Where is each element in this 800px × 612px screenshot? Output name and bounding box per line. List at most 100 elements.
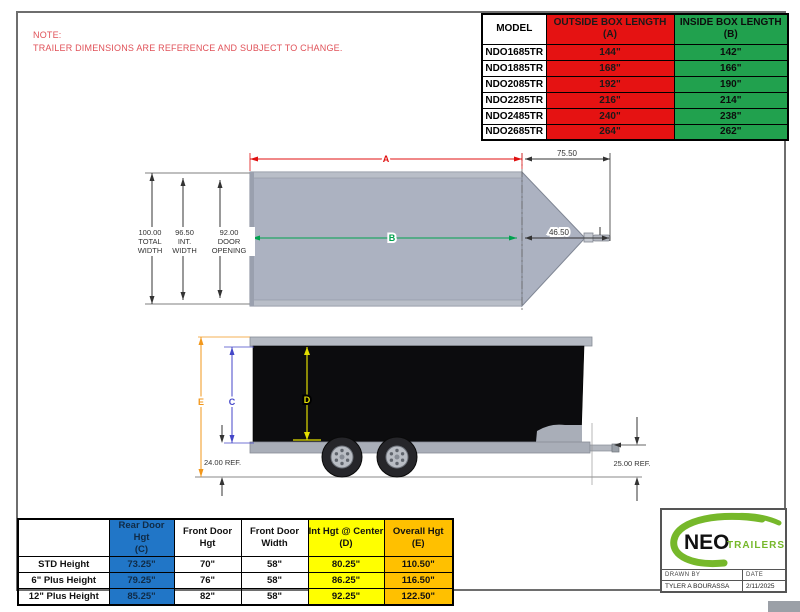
front-door-hgt-cell: 70" [173,556,242,573]
rear-door-header-line1: Rear Door Hgt [118,520,165,543]
height-spec-table: Rear Door Hgt (C) Front Door Hgt Front D… [17,518,454,606]
front-door-hgt-cell: 76" [173,572,242,589]
table-row: NDO2085TR 192" 190" [481,75,789,93]
front-door-width-cell: 58" [240,556,309,573]
date-value: 2/11/2025 [746,583,775,590]
height-header-overall: Overall Hgt (E) [383,518,454,557]
outside-cell: 168" [545,59,675,77]
model-cell: NDO1885TR [481,59,547,77]
wheel-rear [321,436,363,478]
front-door-hgt-header-line1: Front Door [182,526,233,537]
front-door-width-header-line1: Front Door [249,526,300,537]
coupler [611,443,620,453]
model-cell: NDO2685TR [481,123,547,141]
roof-rail [249,336,593,347]
title-block: NEO TRAILERS DRAWN BY DATE TYLER A BOURA… [660,508,787,593]
model-cell: NDO2485TR [481,107,547,125]
front-door-hgt-header-line2: Hgt [199,538,216,549]
dim-rear-clearance: 24.00 REF. [203,425,243,496]
spec-header-outside-line1: OUTSIDE BOX LENGTH [553,17,667,29]
coupler-height-label: 25.00 REF. [613,459,650,468]
outside-cell: 216" [545,91,675,109]
brand-logo: NEO TRAILERS [662,510,785,570]
front-door-width-header-line2: Width [261,538,288,549]
coupler [583,227,611,243]
model-cell: NDO1685TR [481,43,547,61]
table-row: NDO2485TR 240" 238" [481,107,789,125]
outside-cell: 144" [545,43,675,61]
model-spec-table: MODEL OUTSIDE BOX LENGTH (A) INSIDE BOX … [481,13,789,141]
total-width-value: 100.00 [138,228,162,237]
model-cell: NDO2285TR [481,91,547,109]
table-row: NDO2285TR 216" 214" [481,91,789,109]
dim-c: C [224,346,254,444]
rear-door-cell: 79.25" [108,572,175,589]
front-skirt [536,424,582,442]
inside-cell: 166" [673,59,789,77]
trailer-side-view: E C D 24.00 REF. [195,336,652,501]
int-hgt-header-line2: (D) [339,538,353,549]
table-row: STD Height 73.25" 70" 58" 80.25" 110.50" [17,556,454,573]
dim-tongue-length-label: 75.50 [557,149,578,158]
spec-header-inside: INSIDE BOX LENGTH (B) [673,13,789,45]
rear-door-header-line2: (C) [134,544,149,555]
brand-name: NEO [684,531,730,554]
dim-coupler-height: 25.00 REF. [612,417,652,501]
rear-clearance-label: 24.00 REF. [204,458,241,467]
scrollbar-fragment[interactable] [768,601,800,612]
total-width-word2: WIDTH [137,246,163,255]
overall-cell: 110.50" [383,556,454,573]
dim-a-label: A [383,154,390,164]
model-cell: NDO2085TR [481,75,547,93]
height-header-int-hgt: Int Hgt @ Center (D) [307,518,385,557]
dim-nose-length-label: 46.50 [549,228,570,237]
height-row-label: 6" Plus Height [17,572,110,589]
front-door-width-cell: 58" [240,588,309,605]
spec-header-outside: OUTSIDE BOX LENGTH (A) [545,13,675,45]
int-width-word1: INT. [177,237,192,246]
brand-suffix: TRAILERS [727,540,785,551]
spec-header-inside-line2: (B) [723,29,738,41]
inside-cell: 214" [673,91,789,109]
dim-nose-length: 46.50 [525,226,609,241]
side-view-body [249,336,620,485]
int-hgt-cell: 86.25" [307,572,385,589]
bottom-rail [249,441,591,454]
dim-e-label: E [198,397,204,407]
inside-cell: 142" [673,43,789,61]
int-hgt-header-line1: Int Hgt @ Center [308,526,384,537]
overall-cell: 122.50" [383,588,454,605]
height-header-rear-door: Rear Door Hgt (C) [108,518,175,557]
dim-d-label: D [304,395,311,405]
door-opening-value: 92.00 [219,228,239,237]
outside-cell: 264" [545,123,675,141]
outside-cell: 192" [545,75,675,93]
inside-cell: 262" [673,123,789,141]
front-door-width-cell: 58" [240,572,309,589]
total-width-word1: TOTAL [138,237,162,246]
height-header-front-door-hgt: Front Door Hgt [173,518,242,557]
table-row: NDO1685TR 144" 142" [481,43,789,61]
inside-cell: 238" [673,107,789,125]
table-row: NDO1885TR 168" 166" [481,59,789,77]
note-body: TRAILER DIMENSIONS ARE REFERENCE AND SUB… [33,43,343,53]
width-extension-lines [145,172,252,305]
dim-e: E [196,336,250,477]
height-header-blank [17,518,110,557]
overall-header-line1: Overall Hgt [392,526,444,537]
outside-cell: 240" [545,107,675,125]
rear-door-cell: 85.25" [108,588,175,605]
dim-a: A [249,152,523,171]
table-row: NDO2685TR 264" 262" [481,123,789,141]
door-opening-word1: DOOR [217,237,241,246]
drawn-by-value: TYLER A BOURASSA [662,581,743,592]
date-label: DATE [743,570,785,581]
note-title: NOTE: [33,30,62,40]
inside-cell: 190" [673,75,789,93]
dim-b: B [252,231,517,245]
int-hgt-cell: 80.25" [307,556,385,573]
top-view-body [249,170,586,308]
front-door-hgt-cell: 82" [173,588,242,605]
spec-header-model: MODEL [481,13,547,45]
